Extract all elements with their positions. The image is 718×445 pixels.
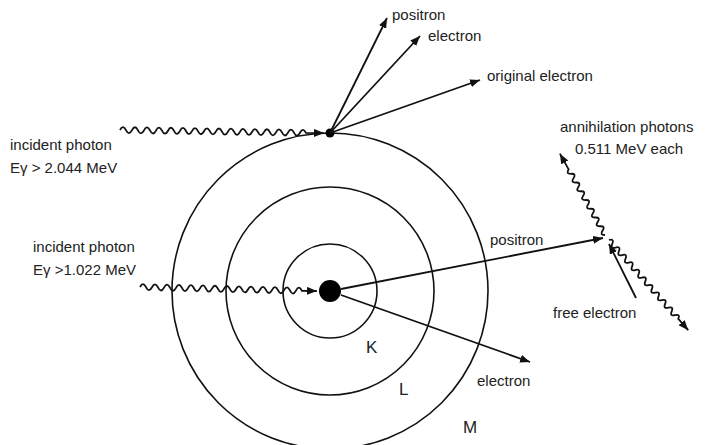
positron-track [341,238,603,289]
incident-photon-wave [140,284,317,294]
photon-label: incident photon [10,136,112,153]
shell-label: K [366,338,377,357]
particle-label: positron [490,231,543,248]
energy-label: Eγ >1.022 MeV [33,261,136,278]
photon-label: incident photon [33,238,135,255]
annihilation-photon-wave [558,152,607,236]
k-shell [283,244,377,338]
particle-label: original electron [487,67,593,84]
energy-label: 0.511 MeV each [575,140,683,157]
particle-label: free electron [553,304,636,321]
incident-photon-wave [120,127,324,136]
photon-label: annihilation photons [560,118,693,135]
energy-label: Eγ > 2.044 MeV [10,159,117,176]
particle-label: electron [428,27,481,44]
particle-label: positron [392,6,445,23]
electron-track [330,36,420,133]
electron-track [341,295,530,362]
shell-label: L [399,380,408,399]
free-electron-track [609,244,636,298]
shell-label: M [463,418,477,437]
l-shell [226,187,434,395]
particle-label: electron [477,372,530,389]
original-electron-track [330,80,480,133]
nucleus [319,280,341,302]
m-shell [172,133,488,445]
